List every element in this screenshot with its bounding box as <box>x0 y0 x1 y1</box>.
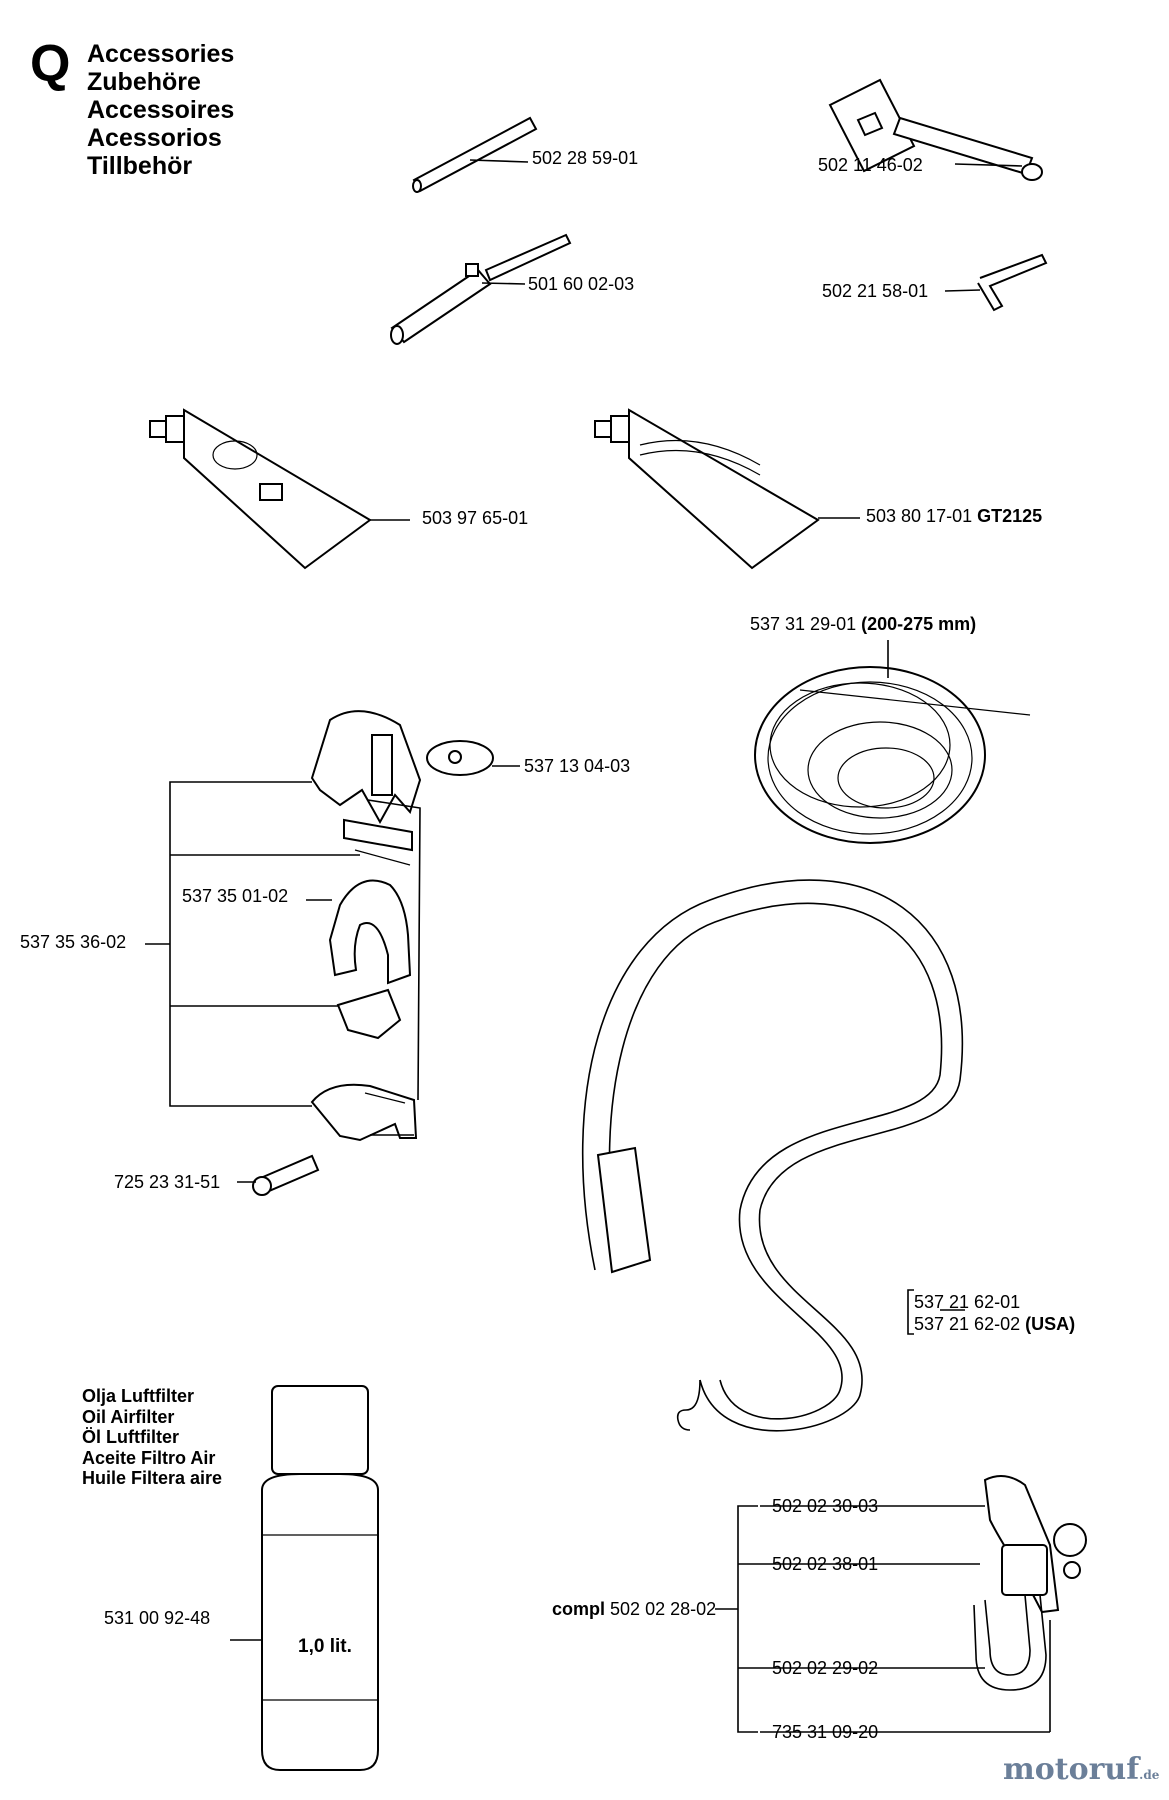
trimmer-line-number: 537 31 29-01 <box>750 614 857 634</box>
part-number-handle-screw: 725 23 31-51 <box>114 1172 221 1192</box>
hex-key-drawing <box>944 253 1048 312</box>
title-de: Zubehöre <box>87 68 201 96</box>
grease-tube-1-drawing <box>149 408 410 570</box>
screwdriver-drawing <box>390 233 572 345</box>
part-number-harness-1: 537 21 62-01 <box>914 1292 1021 1312</box>
part-number-hook-a: 502 02 30-03 <box>772 1496 879 1516</box>
part-number-hook-d: 735 31 09-20 <box>772 1722 879 1742</box>
watermark: motoruf.de <box>1003 1752 1159 1787</box>
watermark-text: motoruf <box>1003 1752 1140 1787</box>
harness-drawing <box>581 879 965 1432</box>
oil-label-de: Öl Luftfilter <box>82 1427 179 1447</box>
watermark-suffix: .de <box>1139 1768 1160 1782</box>
bottle-volume-label: 1,0 lit. <box>298 1636 352 1657</box>
section-letter: Q <box>30 35 71 93</box>
part-number-handle-loop: 537 35 01-02 <box>182 886 289 906</box>
hook-compl-number: 502 02 28-02 <box>610 1599 717 1619</box>
part-number-handle-kit: 537 35 36-02 <box>20 932 127 952</box>
oil-label-es: Aceite Filtro Air <box>82 1447 216 1468</box>
part-number-grease-tube-1: 503 97 65-01 <box>422 508 529 528</box>
part-number-harness-2: 537 21 62-02 (USA) <box>914 1314 1075 1334</box>
part-number-hook-b: 502 02 38-01 <box>772 1554 879 1574</box>
oil-label-en: Oil Airfilter <box>82 1406 175 1427</box>
title-en: Accessories <box>87 40 235 68</box>
socket-wrench-drawing <box>828 78 1043 181</box>
hook-compl-prefix: compl <box>552 1599 606 1619</box>
grease-tube-2-drawing <box>594 408 860 570</box>
grease-tube-2-model: GT2125 <box>977 506 1043 526</box>
harness-2-region: (USA) <box>1025 1314 1076 1334</box>
oil-bottle-drawing <box>230 1385 379 1771</box>
part-number-oil-bottle: 531 00 92-48 <box>104 1608 211 1628</box>
part-number-trimmer-line: 537 31 29-01 (200-275 mm) <box>750 614 976 634</box>
part-number-hex-key: 502 21 58-01 <box>822 281 929 301</box>
part-number-handle-cap: 537 13 04-03 <box>524 756 631 776</box>
part-number-socket-wrench: 502 11 46-02 <box>818 155 923 175</box>
part-number-grease-tube-2: 503 80 17-01 GT2125 <box>866 506 1042 526</box>
part-number-rod: 502 28 59-01 <box>532 148 639 168</box>
rod-drawing <box>412 116 538 193</box>
part-number-hook-compl: compl 502 02 28-02 <box>552 1599 716 1619</box>
title-es: Acessorios <box>87 124 222 152</box>
oil-label-sv: Olja Luftfilter <box>82 1386 194 1406</box>
handle-assembly-drawing <box>145 710 520 1196</box>
trimmer-line-size: (200-275 mm) <box>861 614 977 634</box>
hook-assembly-drawing <box>715 1475 1087 1733</box>
part-number-screwdriver: 501 60 02-03 <box>528 274 635 294</box>
oil-label: Olja Luftfilter Oil Airfilter Öl Luftfil… <box>82 1386 222 1489</box>
grease-tube-2-number: 503 80 17-01 <box>866 506 973 526</box>
trimmer-line-drawing <box>754 640 1031 844</box>
title-sv: Tillbehör <box>87 152 193 180</box>
part-number-hook-c: 502 02 29-02 <box>772 1658 879 1678</box>
section-titles: Accessories Zubehöre Accessoires Acessor… <box>87 40 234 180</box>
title-fr: Accessoires <box>87 96 235 124</box>
oil-label-fr: Huile Filtera aire <box>82 1468 223 1488</box>
harness-2-number: 537 21 62-02 <box>914 1314 1021 1334</box>
